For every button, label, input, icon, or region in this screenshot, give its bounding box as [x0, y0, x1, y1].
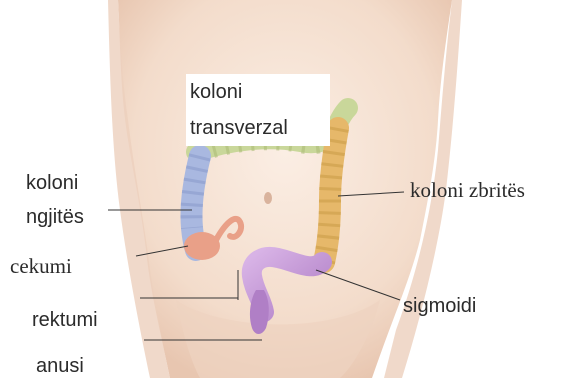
label-transverse-line1: koloni	[190, 74, 330, 110]
label-ascending-line2: ngjitës	[26, 200, 84, 234]
label-rectum: rektumi	[32, 308, 98, 332]
descending-colon	[324, 128, 338, 262]
label-anus: anusi	[36, 354, 84, 378]
label-ascending-line1: koloni	[26, 166, 84, 200]
label-transverse-colon: koloni transverzal	[186, 74, 330, 146]
navel	[264, 192, 272, 204]
label-descending-colon: koloni zbritës	[410, 178, 525, 203]
cecum	[184, 232, 220, 260]
label-cecum: cekumi	[10, 254, 72, 279]
label-sigmoid: sigmoidi	[403, 294, 476, 318]
label-ascending-colon: koloni ngjitës	[26, 166, 84, 234]
label-transverse-line2: transverzal	[190, 110, 330, 146]
